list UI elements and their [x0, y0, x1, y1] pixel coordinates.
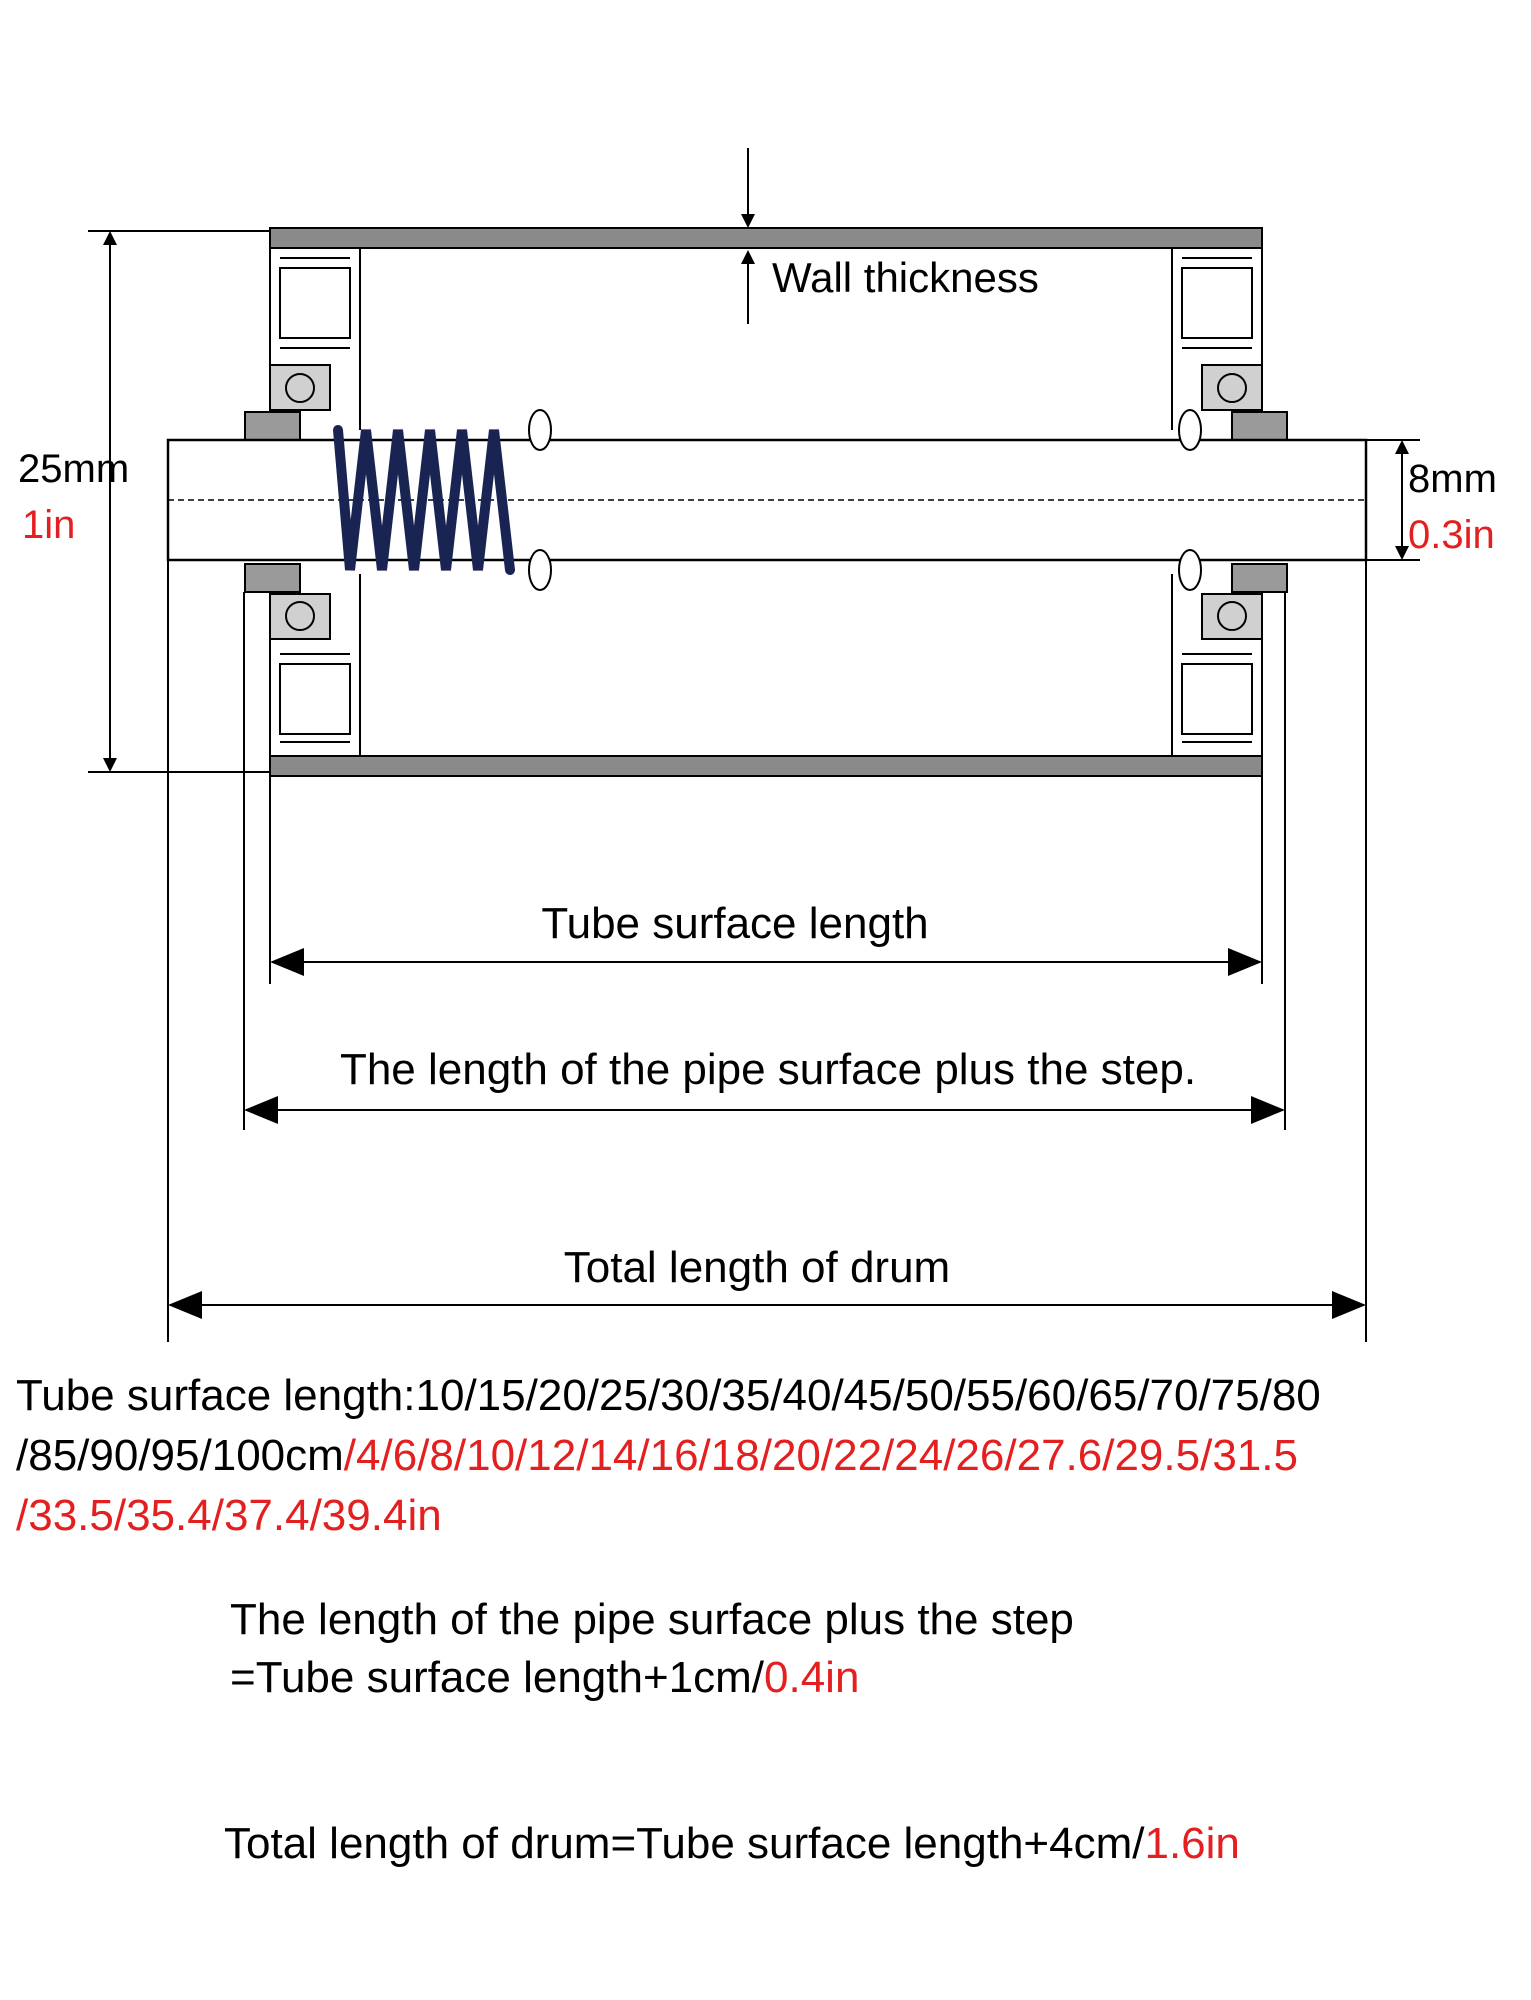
lengths-cm-part-1: 10/15/20/25/30/35/40/45/50/55/60/65/70/7…	[415, 1371, 1321, 1420]
retaining-clips	[528, 409, 1202, 591]
total-formula-black: Total length of drum=Tube surface length…	[224, 1819, 1145, 1868]
lengths-line-2: /85/90/95/100cm/4/6/8/10/12/14/16/18/20/…	[16, 1424, 1298, 1488]
wall-thickness-label: Wall thickness	[772, 254, 1039, 301]
outer-diameter-dimension	[88, 230, 270, 773]
right-bearing-housing	[1171, 248, 1288, 756]
total-length-label: Total length of drum	[564, 1243, 950, 1292]
step-formula-line-2: =Tube surface length+1cm/0.4in	[230, 1646, 859, 1710]
pipe-plus-step-label: The length of the pipe surface plus the …	[340, 1045, 1196, 1094]
shaft-diameter-in-label: 0.3in	[1408, 513, 1495, 557]
lengths-cm-part-2: /85/90/95/100cm	[16, 1431, 344, 1480]
lengths-line-1: Tube surface length:10/15/20/25/30/35/40…	[16, 1364, 1321, 1428]
step-formula-red: 0.4in	[764, 1653, 860, 1702]
outer-diameter-mm-label: 25mm	[18, 447, 129, 491]
step-formula-line-1: The length of the pipe surface plus the …	[230, 1595, 1074, 1644]
left-bearing-housing	[244, 248, 361, 756]
lengths-label: Tube surface length:	[16, 1371, 416, 1420]
shaft-diameter-mm-label: 8mm	[1408, 457, 1497, 501]
extension-lines	[167, 560, 1367, 1342]
tube-top-wall	[269, 227, 1263, 249]
spring	[333, 425, 515, 575]
total-formula-line: Total length of drum=Tube surface length…	[224, 1812, 1240, 1876]
lengths-line-3: /33.5/35.4/37.4/39.4in	[16, 1484, 442, 1548]
lengths-in-part-1: /4/6/8/10/12/14/16/18/20/22/24/26/27.6/2…	[343, 1431, 1298, 1480]
shaft-diameter-dimension	[1366, 439, 1420, 561]
tube-surface-length-label: Tube surface length	[541, 899, 928, 948]
lengths-in-part-2: /33.5/35.4/37.4/39.4in	[16, 1491, 442, 1540]
outer-diameter-in-label: 1in	[22, 503, 75, 547]
tube-bottom-wall	[269, 755, 1263, 777]
total-formula-red: 1.6in	[1144, 1819, 1240, 1868]
step-formula-black: =Tube surface length+1cm/	[230, 1653, 765, 1702]
